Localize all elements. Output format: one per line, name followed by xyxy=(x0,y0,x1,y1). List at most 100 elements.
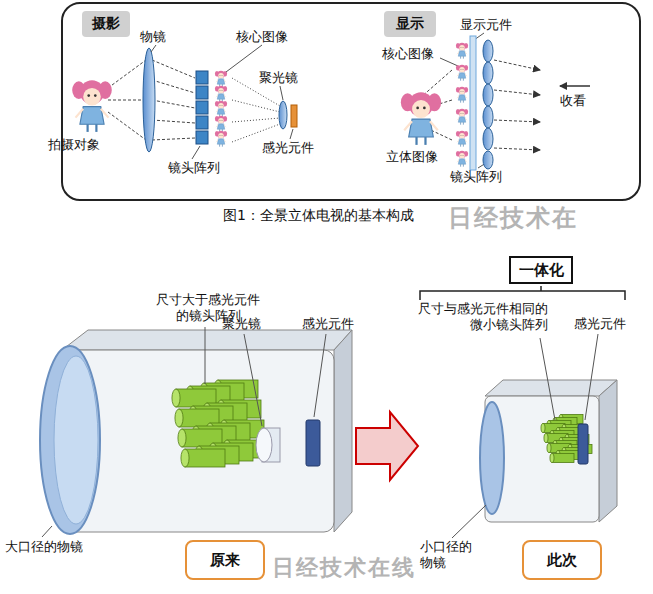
new-camera xyxy=(599,380,617,522)
caption-box: 原来 xyxy=(185,540,265,580)
part-label: 核心图像 xyxy=(382,46,434,62)
part-label: 感光元件 xyxy=(262,140,314,156)
display-lens-array xyxy=(483,128,493,150)
core-images xyxy=(215,86,227,102)
shooting-rays xyxy=(232,100,280,112)
part-label: 大口径的物镜 xyxy=(5,539,83,555)
part-label: 感光元件 xyxy=(302,316,354,332)
shooting-rays xyxy=(108,60,280,142)
display-core-images xyxy=(456,43,468,59)
core-images xyxy=(215,101,227,117)
lens-cylinder xyxy=(544,434,548,443)
new-camera xyxy=(480,402,504,514)
lens-cylinder xyxy=(175,409,183,427)
display-lens-array xyxy=(483,84,493,106)
leader-lines xyxy=(314,334,326,417)
display-lens-array xyxy=(483,40,493,169)
leader-lines xyxy=(585,334,598,420)
part-label: 小口径的物镜 xyxy=(420,539,476,572)
part-label: 聚光镜 xyxy=(222,316,261,332)
display-core-images xyxy=(456,131,468,147)
lens-cylinder xyxy=(550,454,554,463)
caption-box: 此次 xyxy=(522,540,602,580)
leader-lines xyxy=(42,526,52,537)
stereo-figure xyxy=(401,92,441,145)
image-sensor xyxy=(291,105,297,127)
shooting-rays xyxy=(232,124,280,142)
part-label: 核心图像 xyxy=(236,29,288,45)
display-element xyxy=(470,36,476,170)
part-label: 尺寸与感光元件相同的微小镜头阵列 xyxy=(406,301,548,334)
display-lens-array xyxy=(483,151,493,169)
leader-lines xyxy=(440,58,458,66)
large-lens-array xyxy=(172,380,267,467)
part-label: 拍摄对象 xyxy=(48,137,100,153)
box-text: 此次 xyxy=(547,551,577,570)
condenser-lens xyxy=(256,428,272,462)
figure-caption: 图1：全景立体电视的基本构成 xyxy=(223,207,414,225)
lens-array xyxy=(196,71,208,84)
lens-cylinder xyxy=(552,454,574,463)
leader-lines xyxy=(42,327,598,538)
bracket xyxy=(420,286,625,300)
leader-lines xyxy=(452,505,486,538)
shooting-rays xyxy=(152,100,195,108)
top-panel xyxy=(62,3,640,200)
display-rays xyxy=(494,120,540,122)
lens-array xyxy=(196,116,208,129)
old-camera xyxy=(334,330,352,532)
shooting-rays xyxy=(152,60,195,78)
lens-array xyxy=(196,101,208,114)
display-lens-array xyxy=(483,62,493,84)
lens-cylinder xyxy=(547,444,551,453)
display-core-images xyxy=(456,43,468,167)
condenser-lens xyxy=(279,101,287,129)
shooting-rays xyxy=(108,60,146,88)
section-tab: 摄影 xyxy=(82,11,130,37)
core-images xyxy=(215,116,227,132)
part-label: 立体图像 xyxy=(386,149,438,165)
display-lens-array xyxy=(483,40,493,62)
part-label: 物镜 xyxy=(140,29,166,45)
leader-lines xyxy=(244,334,262,426)
objective-lens xyxy=(143,48,155,152)
image-sensor xyxy=(578,424,588,464)
box-text: 一体化 xyxy=(519,261,564,280)
lens-array xyxy=(196,131,208,144)
box-text: 显示 xyxy=(396,15,424,33)
shooting-rays xyxy=(152,120,195,123)
part-label: 收看 xyxy=(560,93,586,109)
part-label: 镜头阵列 xyxy=(450,169,502,185)
leader-lines xyxy=(192,146,200,159)
display-lens-array xyxy=(483,106,493,128)
core-images xyxy=(215,71,227,87)
watermark: 日经技术在线 xyxy=(272,554,416,582)
lens-cylinder xyxy=(181,449,189,467)
lens-cylinder xyxy=(541,424,545,433)
leader-lines xyxy=(151,45,156,52)
leader-lines xyxy=(290,129,293,139)
display-core-images xyxy=(456,87,468,103)
old-camera xyxy=(62,330,352,350)
display-core-images xyxy=(456,65,468,81)
image-sensor xyxy=(306,420,320,466)
subject-figure xyxy=(72,80,112,132)
core-images xyxy=(215,131,227,147)
core-images xyxy=(215,71,227,147)
new-camera xyxy=(485,380,617,396)
leader-lines xyxy=(226,45,262,72)
leader-lines xyxy=(280,86,283,100)
leader-lines xyxy=(540,338,555,420)
part-label: 感光元件 xyxy=(574,316,626,332)
display-rays xyxy=(494,148,540,150)
leader-lines xyxy=(151,33,486,168)
shooting-rays xyxy=(232,118,280,122)
shooting-rays xyxy=(152,80,195,93)
top-panel xyxy=(62,3,640,200)
part-label: 镜头阵列 xyxy=(168,160,220,176)
shooting-rays xyxy=(152,138,195,140)
part-label: 聚光镜 xyxy=(259,70,298,86)
old-camera xyxy=(40,346,100,534)
display-rays xyxy=(494,90,540,95)
